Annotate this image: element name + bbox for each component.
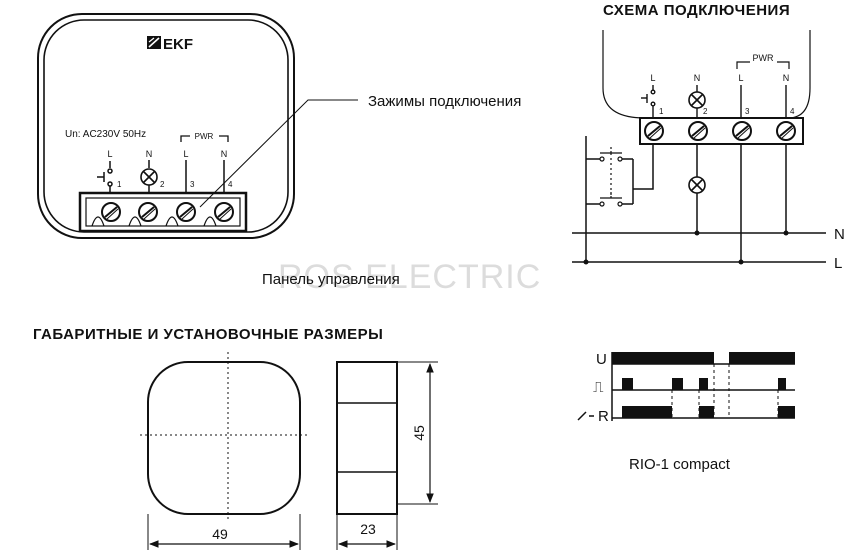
- ekf-logo: EKF: [147, 36, 193, 53]
- screw-icon: [176, 202, 196, 222]
- svg-text:4: 4: [790, 107, 795, 116]
- width-dim: 49: [212, 526, 228, 542]
- svg-text:3: 3: [745, 107, 750, 116]
- term-letter: N: [221, 149, 228, 159]
- pulse-label: ⎍: [593, 379, 604, 396]
- lamp-symbol: [688, 91, 706, 109]
- watermark: ROS ELECTRIC: [278, 258, 541, 296]
- switch-symbol-icon: [577, 411, 594, 421]
- svg-text:N: N: [783, 73, 790, 83]
- screw-icon: [214, 202, 234, 222]
- device-panel: EKF Un: AC230V 50Hz PWR L N L N 1 2 3 4: [37, 13, 521, 288]
- u-label: U: [596, 351, 607, 368]
- term-number: 2: [160, 180, 165, 189]
- terminals-callout: Зажимы подключения: [368, 93, 521, 110]
- rating-label: Un: AC230V 50Hz: [65, 129, 146, 140]
- svg-text:L: L: [650, 73, 655, 83]
- screw-icon: [644, 121, 664, 141]
- term-number: 4: [228, 180, 233, 189]
- pwr-label: PWR: [195, 132, 214, 141]
- bus-l-label: L: [834, 255, 842, 272]
- svg-text:2: 2: [703, 107, 708, 116]
- screw-icon: [776, 121, 796, 141]
- height-dim: 45: [411, 425, 427, 441]
- depth-dim: 23: [360, 521, 376, 537]
- screw-icon: [101, 202, 121, 222]
- screw-icon: [138, 202, 158, 222]
- screw-icon: [688, 121, 708, 141]
- scheme-title: СХЕМА ПОДКЛЮЧЕНИЯ: [603, 2, 790, 19]
- svg-text:1: 1: [659, 107, 664, 116]
- screw-icon: [732, 121, 752, 141]
- svg-text:EKF: EKF: [163, 36, 193, 53]
- term-letter: L: [183, 149, 188, 159]
- term-letter: L: [107, 149, 112, 159]
- terminal-block: [78, 191, 248, 233]
- dimensions-title: ГАБАРИТНЫЕ И УСТАНОВОЧНЫЕ РАЗМЕРЫ: [33, 326, 383, 343]
- scheme-pwr: PWR: [753, 53, 774, 63]
- svg-text:N: N: [694, 73, 701, 83]
- timing-diagram: U ⎍ R RIO-1 compact: [577, 351, 795, 473]
- model-caption: RIO-1 compact: [629, 456, 731, 473]
- term-letter: N: [146, 149, 153, 159]
- panel-caption: Панель управления: [262, 271, 400, 288]
- term-number: 1: [117, 180, 122, 189]
- term-number: 3: [190, 180, 195, 189]
- bus-n-label: N: [834, 226, 845, 243]
- dimensions-section: ГАБАРИТНЫЕ И УСТАНОВОЧНЫЕ РАЗМЕРЫ 49 45 …: [33, 326, 438, 550]
- lamp-symbol: [140, 168, 158, 186]
- svg-text:L: L: [738, 73, 743, 83]
- r-label: R: [598, 408, 609, 425]
- push-button-symbol: [97, 161, 113, 196]
- lamp-symbol: [688, 176, 706, 194]
- wiring-scheme: СХЕМА ПОДКЛЮЧЕНИЯ PWR L N L N 1 2 3 4: [572, 2, 845, 272]
